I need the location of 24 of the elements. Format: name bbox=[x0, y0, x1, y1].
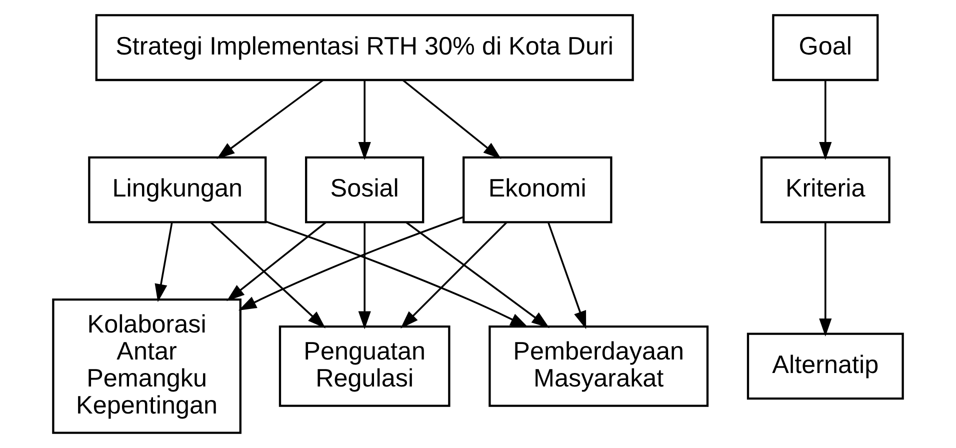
arrow bbox=[406, 222, 550, 328]
arrow bbox=[226, 222, 326, 302]
node-box: Ekonomi bbox=[462, 156, 612, 224]
arrow bbox=[548, 222, 586, 330]
arrow bbox=[402, 79, 502, 160]
node-box: Alternatip bbox=[746, 332, 904, 400]
arrow bbox=[400, 222, 508, 328]
node-box: Goal bbox=[772, 14, 879, 82]
node-box: Penguatan Regulasi bbox=[278, 326, 450, 407]
node-box: Strategi Implementasi RTH 30% di Kota Duri bbox=[95, 14, 634, 82]
arrow bbox=[238, 216, 464, 310]
arrow bbox=[358, 222, 371, 330]
node-box: Lingkungan bbox=[88, 156, 267, 224]
node-box: Kolaborasi Antar Pemangku Kepentingan bbox=[52, 298, 242, 434]
arrow bbox=[210, 222, 326, 328]
node-box: Kriteria bbox=[760, 156, 890, 224]
arrow bbox=[358, 80, 371, 160]
arrow bbox=[266, 220, 528, 328]
arrow bbox=[154, 222, 173, 302]
arrow bbox=[819, 80, 832, 160]
arrow bbox=[216, 79, 324, 159]
arrow bbox=[819, 222, 832, 336]
node-box: Pemberdayaan Masyarakat bbox=[488, 326, 709, 407]
node-box: Sosial bbox=[305, 156, 424, 224]
